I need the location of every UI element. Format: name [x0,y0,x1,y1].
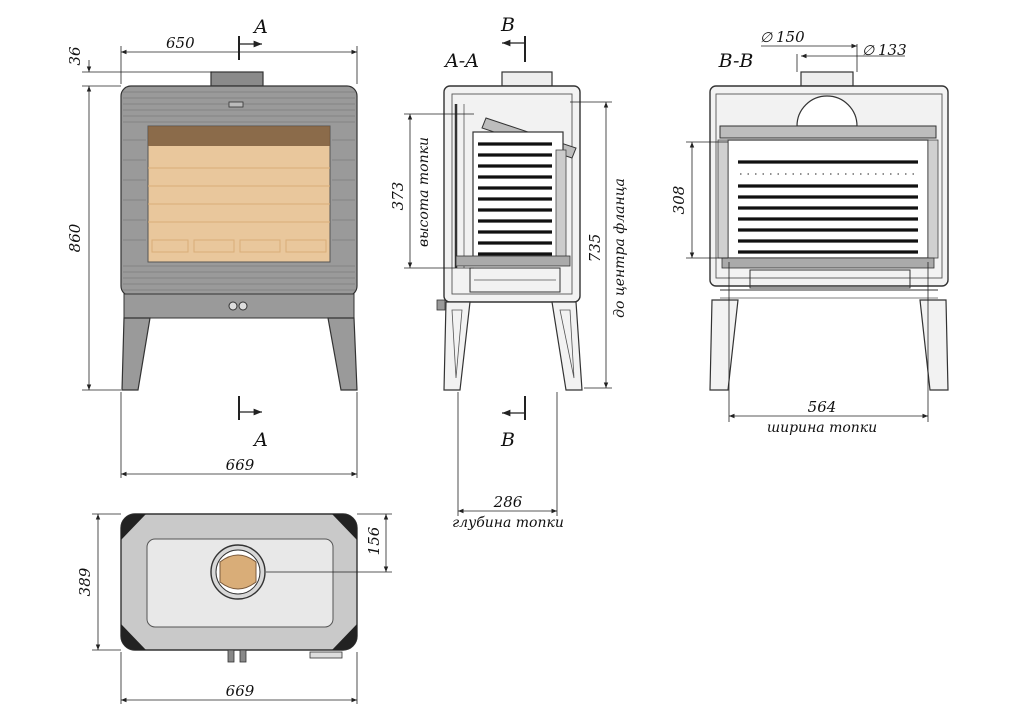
section-cut-a: A A [238,16,268,451]
front-view: 650 36 860 669 A A [66,16,358,478]
corner-rear-right [332,624,357,650]
bb-firebrick-slots [738,160,918,254]
corner-front-left [121,514,146,540]
leg-left [121,317,151,391]
control-knob-left [228,301,238,311]
bb-flue-outlet [796,95,858,127]
top-view: 389 156 669 [76,513,392,704]
aa-dim-firebox-height: 373 [389,182,407,211]
top-dim-flue-offset: 156 [365,526,383,555]
aa-dim-depth: 286 [493,493,523,511]
cut-mark-b-top: B [500,14,515,36]
flue-collar [210,71,264,87]
bb-leg-right [919,299,949,391]
bb-dim-firebox-height: 308 [670,186,688,215]
top-knob-left [227,649,235,663]
dim-front-width: 669 [226,456,255,474]
cut-mark-a-bottom: A [252,429,268,451]
bb-dim-flue-inner: 133 [878,41,907,59]
aa-label-depth: глубина топки [452,515,564,531]
bb-label-width: ширина топки [767,420,877,436]
corner-front-right [332,514,357,540]
aa-leg-rear [551,301,583,391]
control-knob-right [238,301,248,311]
section-aa-title: A-A [443,50,479,72]
aa-leg-front [443,301,471,391]
top-ash-handle [309,651,343,659]
aa-ash-pan [469,267,561,293]
section-bb-view: B-B ∅ 150 ∅ 133 [670,28,949,436]
glass-window [147,125,331,263]
aa-label-flange-center: до центра фланца [612,178,628,318]
bb-diameter-symbol-1: ∅ [760,30,773,46]
bb-ash-pan [749,269,911,289]
section-aa-view: A-A 373 высота топки [389,14,628,531]
bb-flue-collar [800,71,854,87]
section-bb-title: B-B [718,50,754,72]
bb-dim-width: 564 [808,398,837,416]
bb-dim-flue-outer: 150 [776,28,805,46]
firebrick-joints [148,167,330,253]
dim-top-width: 650 [166,34,195,52]
top-dim-width: 669 [226,682,255,700]
aa-firebrick-slots [478,142,552,256]
top-dim-depth: 389 [76,567,94,596]
aa-label-firebox-height: высота топки [416,137,432,247]
dim-flue-height: 36 [66,46,84,66]
bb-leg-left [709,299,739,391]
bb-baffle-plate [719,125,937,139]
bb-diameter-symbol-2: ∅ [862,43,875,59]
aa-grate [455,255,571,267]
bb-grate [721,257,935,269]
cut-mark-a-top: A [252,16,268,38]
aa-dim-flange-center: 735 [586,234,604,263]
air-wash-grille [148,126,330,146]
bb-firebox [727,139,929,259]
aa-flue-collar [501,71,553,87]
cut-mark-b-bottom: B [500,429,515,451]
leg-right [327,317,358,391]
top-knob-right [239,649,247,663]
dim-total-height: 860 [66,223,84,252]
top-flue-damper [219,554,257,590]
section-cut-b: B B [500,14,526,451]
door-handle [228,101,244,108]
corner-rear-left [121,624,146,650]
